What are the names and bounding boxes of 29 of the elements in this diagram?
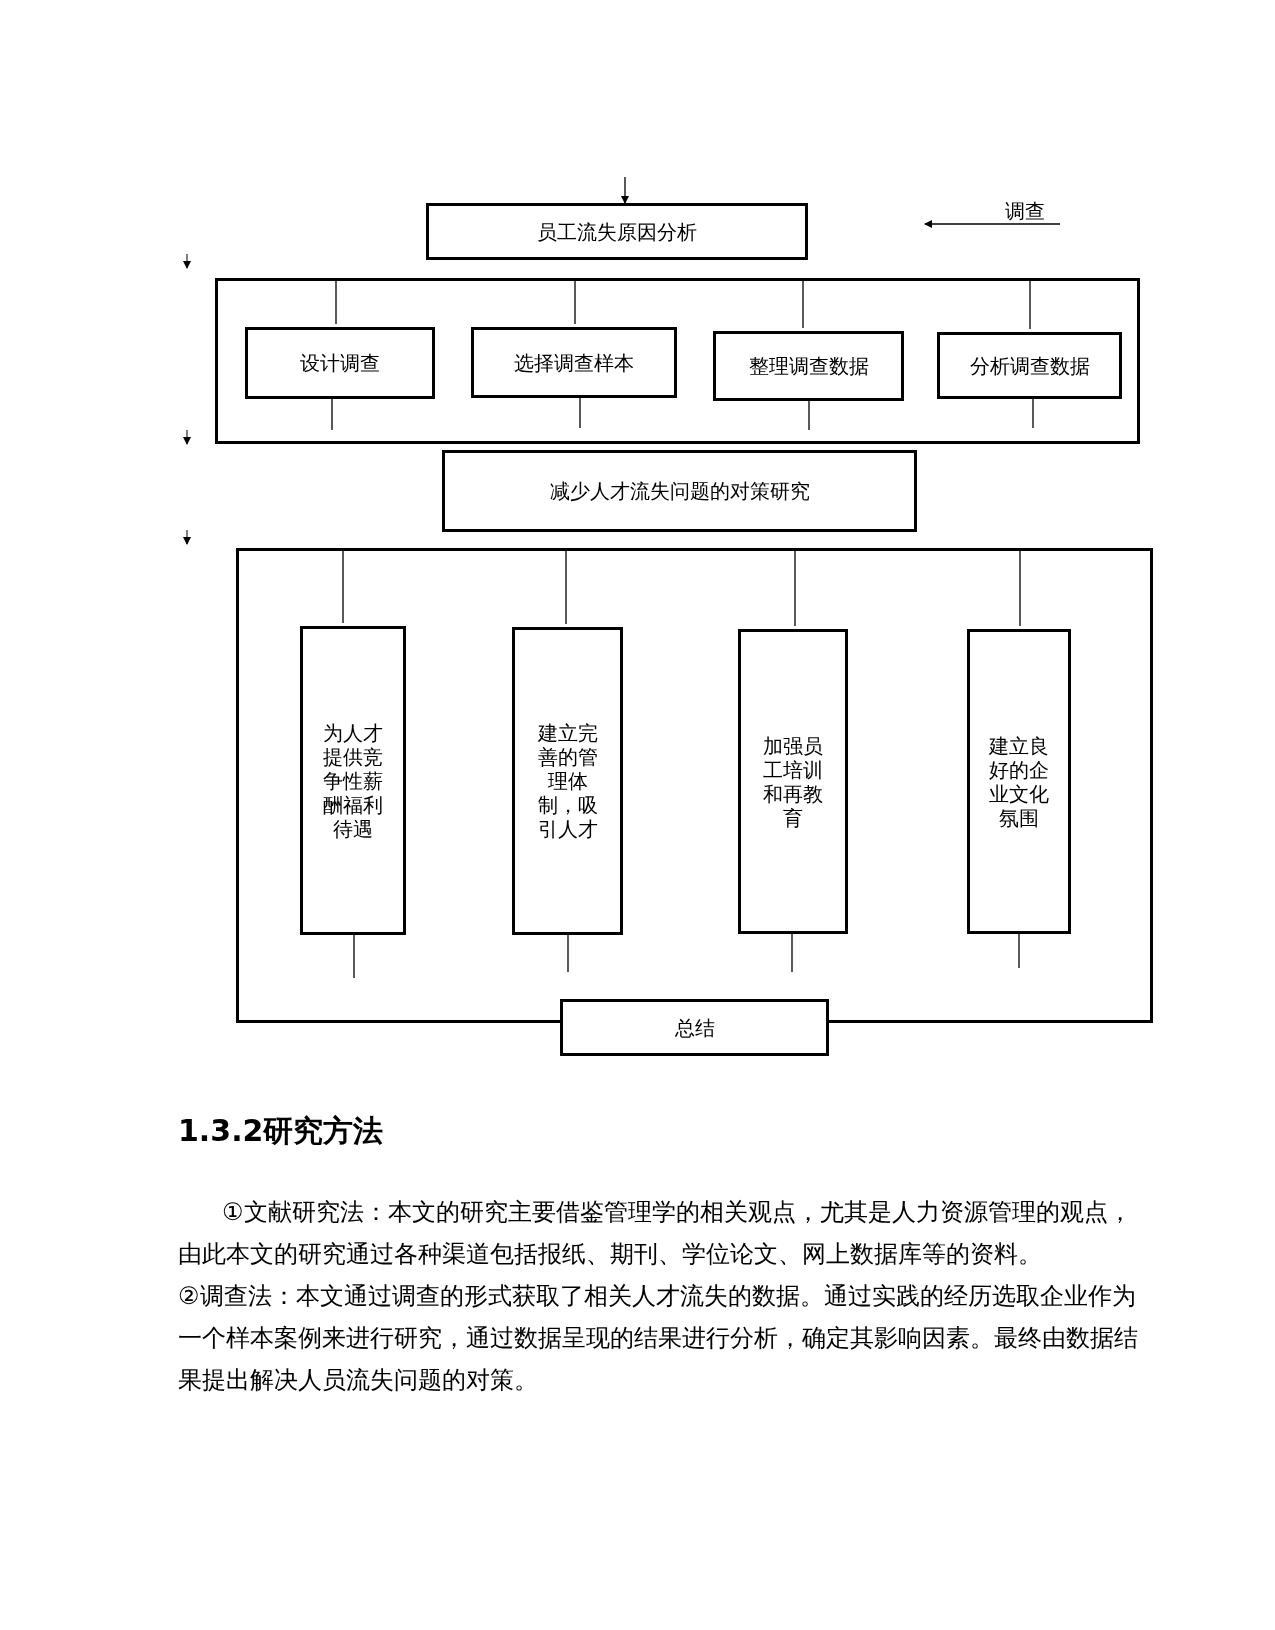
node-text: 建立完善的管理体制，吸引人才 bbox=[536, 721, 599, 841]
process-box bbox=[937, 332, 1122, 399]
process-box bbox=[738, 629, 848, 934]
process-box bbox=[512, 627, 623, 935]
section-heading: 1.3.2研究方法 bbox=[178, 1112, 385, 1150]
process-box bbox=[713, 331, 904, 401]
node-text: 为人才提供竞争性薪酬福利待遇 bbox=[322, 720, 384, 841]
node-text: 总结 bbox=[674, 1015, 715, 1040]
process-box bbox=[471, 327, 677, 398]
node-text: 减少人才流失问题的对策研究 bbox=[549, 479, 810, 503]
node-text: 员工流失原因分析 bbox=[537, 219, 697, 244]
process-box bbox=[426, 203, 808, 260]
node-text: 选择调查样本 bbox=[514, 350, 634, 375]
process-box bbox=[560, 999, 829, 1056]
arrow bbox=[924, 220, 1061, 228]
node-text: 调查 bbox=[1005, 199, 1045, 223]
arrow bbox=[621, 176, 629, 204]
node-text: 加强员工培训和再教育 bbox=[762, 733, 824, 830]
paragraph: ②调查法：本文通过调查的形式获取了相关人才流失的数据。通过实践的经历选取企业作为一个样本案例来进行研究，通过数据呈现的结果进行分析，确定其影响因素。最终由数据结果提出解决人员流失问题的对策。 bbox=[178, 1281, 1139, 1396]
group-frame bbox=[215, 278, 1140, 444]
node-text: 整理调查数据 bbox=[748, 354, 869, 378]
process-box bbox=[967, 629, 1071, 934]
process-box bbox=[245, 327, 435, 399]
node-text: 分析调查数据 bbox=[969, 353, 1090, 378]
process-box bbox=[300, 626, 406, 935]
process-box bbox=[442, 450, 917, 532]
paragraph: ①文献研究法：本文的研究主要借鉴管理学的相关观点，尤其是人力资源管理的观点，由此本文的研究通过各种渠道包括报纸、期刊、学位论文、网上数据库等的资料。 bbox=[178, 1197, 1133, 1270]
node-text: 建立良好的企业文化氛围 bbox=[988, 733, 1050, 830]
node-text: 设计调查 bbox=[300, 351, 380, 375]
